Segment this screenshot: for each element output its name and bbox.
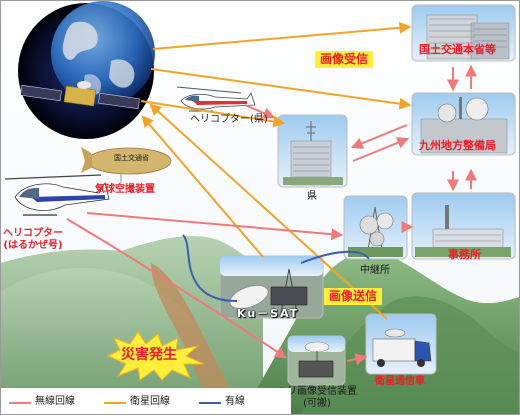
- link-kusat-sat: [141, 115, 264, 258]
- label-ken: 県: [307, 191, 317, 202]
- label-kyushu: 九州地方整備局: [419, 139, 496, 152]
- legend-wireless: 無線回線: [35, 396, 75, 407]
- link-ken-kyushu: [352, 137, 410, 162]
- link-heli-relay: [86, 212, 344, 241]
- label-ken-heli: ヘリコプター(県): [190, 114, 268, 125]
- image-send-tag: 画像送信: [324, 288, 383, 305]
- legend-wireless-swatch: [9, 402, 31, 404]
- label-relay: 中継所: [360, 265, 390, 276]
- legend-wired-swatch: [199, 402, 221, 404]
- label-heli-harukaze: ヘリコプター (はるかぜ号): [3, 228, 63, 251]
- label-office: 事務所: [448, 248, 481, 261]
- link-sat-mlit: [152, 21, 412, 50]
- label-sat-car: 衛星通信車: [375, 376, 425, 387]
- legend-satellite: 衛星回線: [130, 396, 170, 407]
- label-balloon: 気球空撮装置: [95, 184, 155, 195]
- link-kusat-receiver: [182, 234, 238, 302]
- legend-satellite-swatch: [104, 402, 126, 404]
- balloon-sign: 国土交通省: [114, 154, 149, 162]
- legend-wired: 有線: [225, 396, 245, 407]
- link-kusat-relay: [300, 250, 370, 264]
- label-receiver: ヘリ画像受信装置 (可搬): [277, 386, 357, 409]
- link-sat-kyushu: [150, 68, 412, 110]
- image-receive-tag: 画像受信: [315, 51, 374, 68]
- disaster-label: 災害発生: [121, 347, 177, 363]
- link-kyushu-ken: [350, 124, 408, 149]
- link-heli-receiver: [66, 218, 287, 359]
- disaster-burst-icon: [106, 331, 205, 381]
- link-car-sat: [149, 103, 388, 320]
- label-kusat: Ku－SAT: [237, 307, 300, 320]
- legend: 無線回線 衛星回線 有線: [1, 388, 291, 414]
- link-kenheli-ken: [244, 104, 276, 119]
- label-mlit: 国土交通本省等: [419, 43, 496, 56]
- link-sat-ken: [140, 100, 286, 128]
- link-receiver-car: [346, 353, 368, 365]
